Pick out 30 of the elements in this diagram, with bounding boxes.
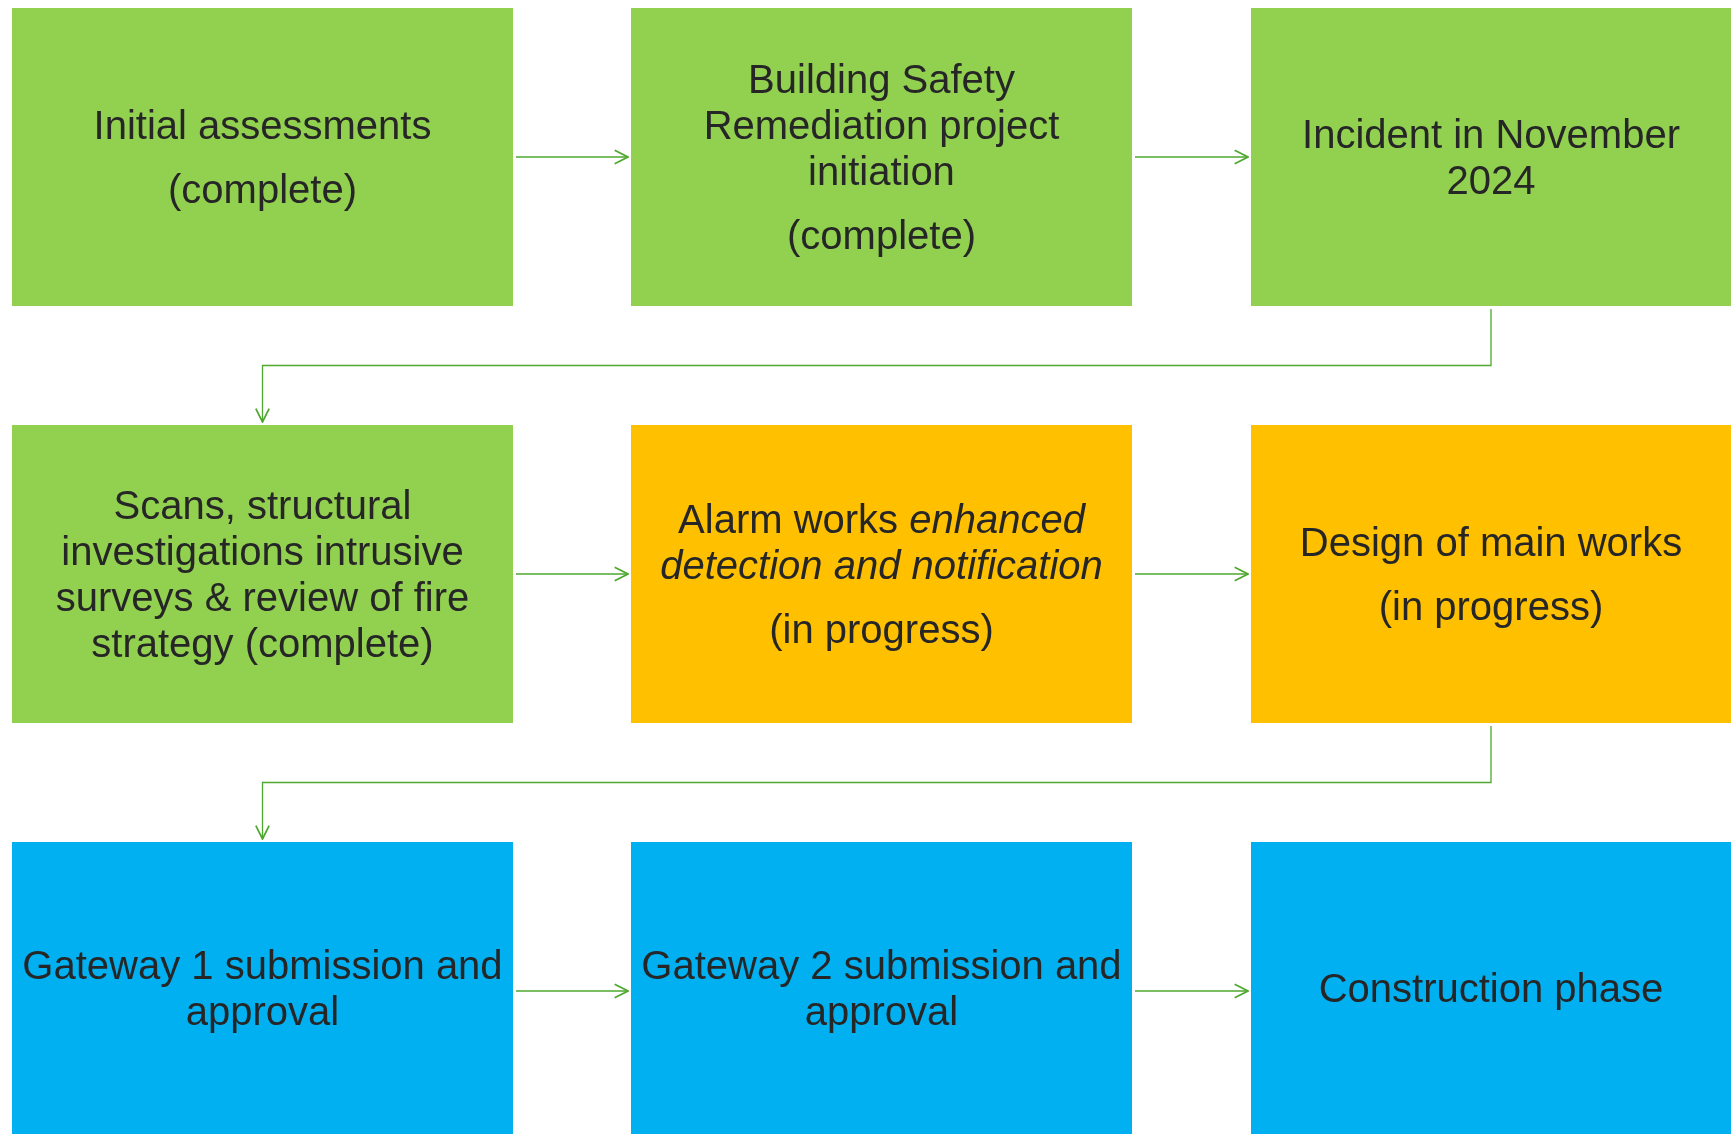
arrow — [1134, 566, 1249, 582]
box-text: Alarm works enhanced detection and notification — [659, 496, 1104, 588]
box-text: (complete) — [787, 212, 976, 258]
arrow — [254, 308, 1492, 423]
box-text: (in progress) — [769, 606, 994, 652]
process-box — [12, 8, 513, 306]
arrow — [1134, 149, 1249, 165]
arrow — [254, 725, 1492, 840]
box-text: Gateway 2 submission and approval — [641, 942, 1122, 1034]
box-text: Construction phase — [1318, 965, 1664, 1011]
box-text: Design of main works — [1299, 519, 1683, 565]
process-box — [631, 425, 1132, 723]
arrow — [515, 149, 629, 165]
arrow — [1134, 983, 1249, 999]
process-box — [631, 8, 1132, 306]
box-text: (in progress) — [1378, 583, 1604, 629]
process-box — [12, 425, 513, 723]
process-box — [1251, 8, 1731, 306]
process-box — [631, 842, 1132, 1134]
process-box — [12, 842, 513, 1134]
arrow — [515, 983, 629, 999]
arrow — [515, 566, 629, 582]
box-text: Gateway 1 submission and approval — [22, 942, 503, 1034]
process-box — [1251, 842, 1731, 1134]
process-box — [1251, 425, 1731, 723]
box-text: Initial assessments — [93, 102, 432, 148]
box-text: (complete) — [168, 166, 357, 212]
box-text: Incident in November 2024 — [1301, 111, 1681, 203]
box-text: Building Safety Remediation project initiation — [702, 56, 1061, 194]
box-text: Scans, structural investigations intrusive surveys & review of fire strategy (complete) — [54, 482, 471, 666]
